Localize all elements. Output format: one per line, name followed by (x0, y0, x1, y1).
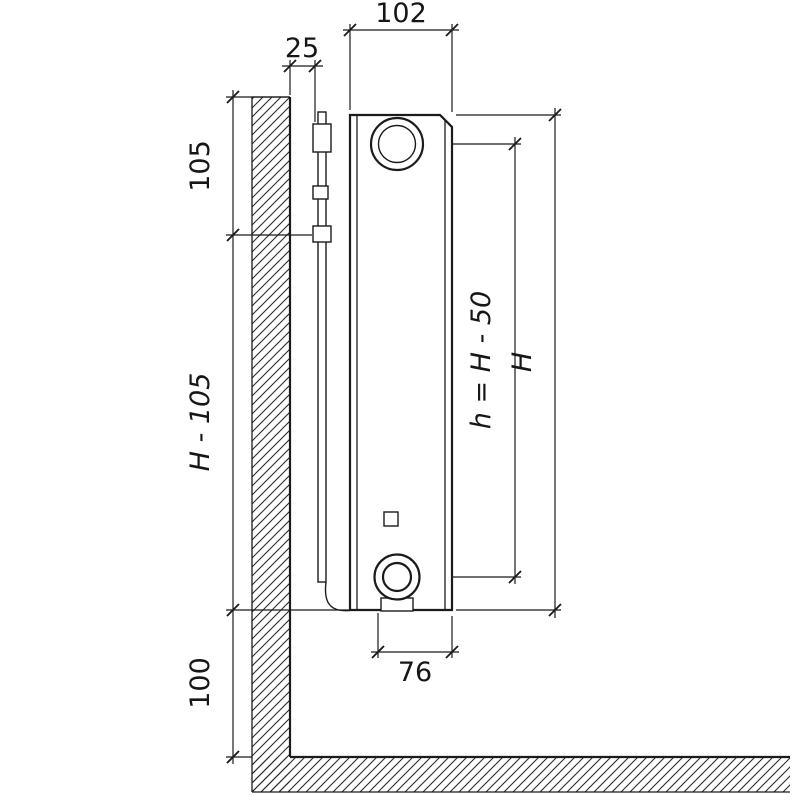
radiator-body (348, 113, 454, 612)
bottom-connection-outer-circle-icon (373, 553, 421, 601)
top-connection-inner-circle-icon (377, 124, 417, 164)
vent-plug-detail (383, 511, 399, 527)
bottom-connection-inner-circle-icon (381, 561, 413, 593)
dim-bottom-offset-label: 76 (398, 657, 432, 688)
bracket-rail (317, 111, 327, 583)
dim-floor-clearance-label: 100 (185, 657, 216, 709)
bracket-foot-curve (324, 581, 354, 612)
radiator (312, 111, 454, 612)
dim-pipe-pitch-label: h = H - 50 (466, 291, 497, 429)
dim-top-offset-label: 105 (185, 140, 216, 192)
dim-total-height-label: H (507, 352, 538, 372)
dim-bottom-offset: 76 (371, 645, 459, 688)
dim-wall-gap: 25 (282, 33, 323, 73)
bracket-top-hook (312, 123, 332, 153)
bottom-pipe-connection (373, 553, 421, 601)
dim-depth: 102 (343, 0, 459, 37)
dimensions: 102 25 105 H - 105 100 h = H - 50 (185, 0, 562, 764)
dim-mid-height-label: H - 105 (185, 373, 216, 472)
bracket-clip (312, 185, 329, 200)
dim-depth-label: 102 (375, 0, 427, 29)
bracket-fixing-point (312, 225, 332, 243)
dim-wall-gap-label: 25 (285, 33, 319, 64)
dimension-extension-lines (226, 24, 561, 758)
top-pipe-connection (369, 116, 425, 172)
dim-left-chain: 105 H - 105 100 (185, 90, 240, 764)
dim-total-height: H (507, 108, 562, 618)
floor (252, 755, 790, 793)
wall (251, 96, 292, 792)
radiator-outline (348, 113, 454, 612)
wall-hatch (252, 97, 290, 792)
floor-hatch (252, 757, 790, 792)
wall-bracket (312, 111, 354, 612)
dim-pipe-pitch: h = H - 50 (466, 137, 522, 584)
